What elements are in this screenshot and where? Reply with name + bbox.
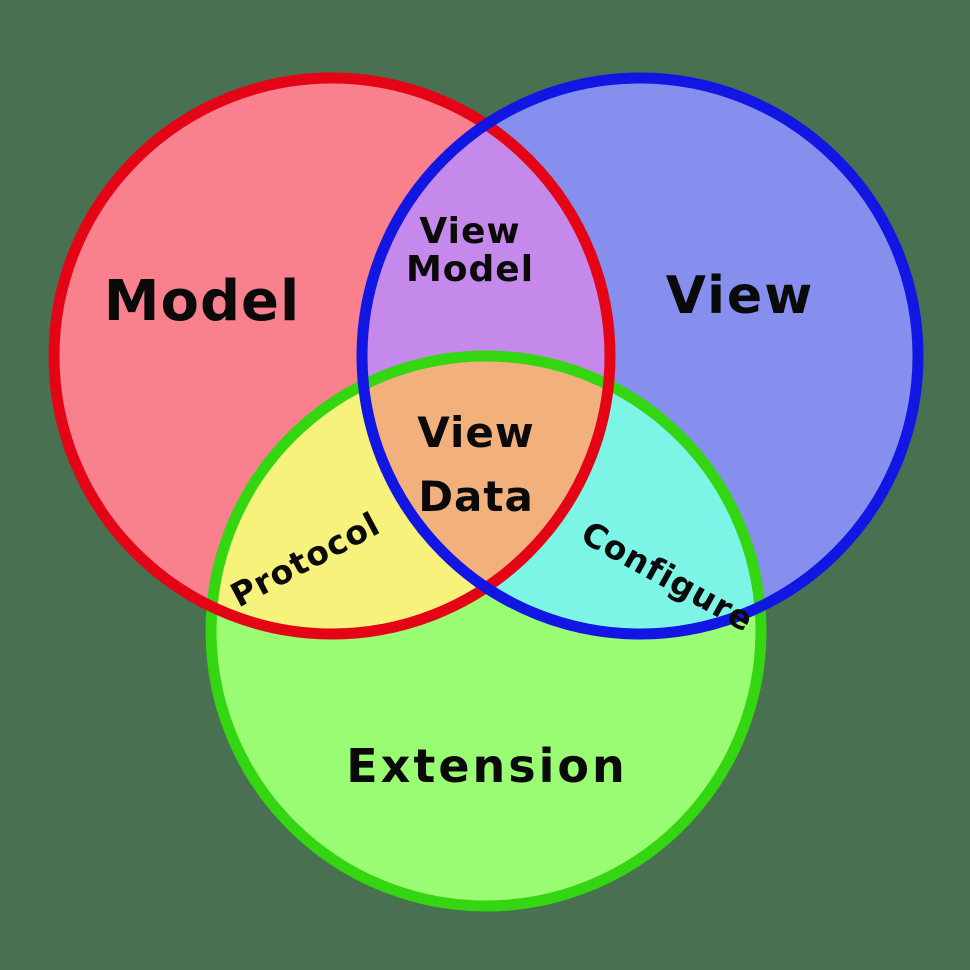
center-overlap	[362, 356, 610, 634]
extension-circle-outline	[205, 350, 767, 912]
view-label: View	[666, 266, 814, 326]
view-data-label-line2: Data	[418, 472, 534, 521]
view-circle-outline	[356, 72, 924, 640]
model-circle-outline	[48, 72, 616, 640]
model-label: Model	[104, 269, 300, 334]
view-data-label-line1: View	[417, 408, 534, 457]
view-model-label-line1: View	[419, 211, 520, 252]
extension-label: Extension	[346, 739, 628, 793]
view-model-label-line2: Model	[406, 249, 534, 290]
